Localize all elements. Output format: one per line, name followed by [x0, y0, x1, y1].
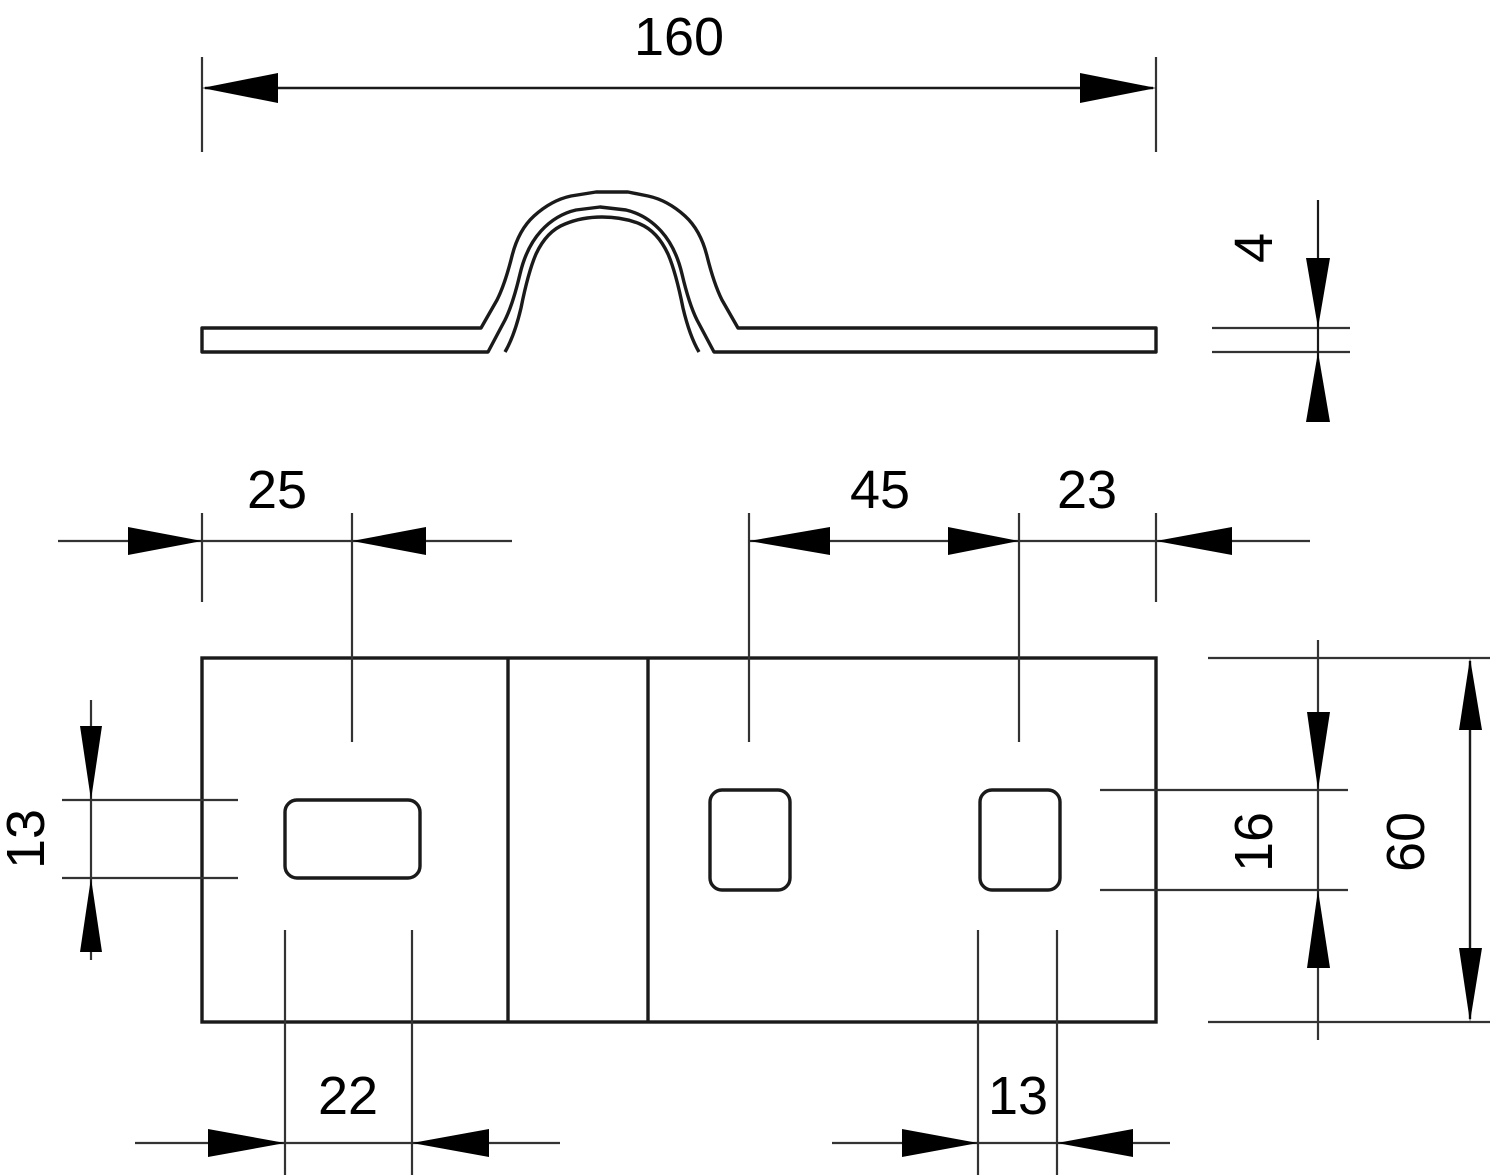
arrowhead-left-outward [208, 1129, 285, 1157]
side-elevation-view [190, 185, 1180, 365]
arrowhead-left-outward [902, 1129, 978, 1157]
arrowhead-right-outward [412, 1129, 489, 1157]
plan-view-extension-lines-bottom [283, 930, 1059, 1175]
dim-label-60: 60 [1376, 812, 1436, 872]
dim-label-13-left: 13 [0, 809, 56, 869]
dim-label-4: 4 [1224, 233, 1284, 263]
dimension-hole-vertical-spacing: 16 [1100, 640, 1348, 1040]
arrowhead-upper-outward [1307, 712, 1330, 790]
dim-label-23: 23 [1057, 460, 1117, 520]
plate-outline [200, 656, 1158, 1024]
arrowhead-upper [1306, 258, 1330, 328]
dimension-hole-right-offset: 23 [1019, 460, 1310, 555]
dimension-overall-length: 160 [200, 7, 1158, 152]
hole-square-middle [708, 788, 792, 892]
hole-square-right [978, 788, 1062, 892]
dim-label-160: 160 [634, 7, 724, 67]
arrowhead-right [1080, 73, 1156, 103]
dim-label-45: 45 [850, 460, 910, 520]
slot-rectangular [283, 798, 422, 880]
dimension-slot-width: 22 [135, 1066, 560, 1157]
arrowhead-right-inward [948, 527, 1019, 555]
arrowhead-lower-outward [80, 878, 102, 952]
plan-view [200, 656, 1158, 1024]
arrowhead-bottom-inward [1459, 948, 1482, 1022]
arrowhead-lower [1306, 352, 1330, 422]
arrowhead-left-outward [128, 527, 202, 555]
arrowhead-top-inward [1459, 658, 1482, 730]
arrowhead-left-inward [749, 527, 830, 555]
emboss-outer-contour [200, 190, 1158, 354]
dim-label-25: 25 [247, 460, 307, 520]
dimension-slot-height: 13 [0, 700, 238, 960]
plan-view-extension-lines-top [200, 513, 1158, 742]
arrowhead-right-outward [352, 527, 426, 555]
dimension-hole-width: 13 [832, 1066, 1170, 1157]
dim-label-13-bottom: 13 [988, 1066, 1048, 1126]
arrowhead-left [202, 73, 278, 103]
arrowhead-right-outward [1057, 1129, 1133, 1157]
dimension-overall-width: 60 [1208, 656, 1490, 1024]
arrowhead-lower-outward [1307, 890, 1330, 968]
dim-label-22: 22 [318, 1066, 378, 1126]
arrowhead-upper-outward [80, 726, 102, 800]
arrowhead-right-outward [1156, 527, 1232, 555]
emboss-inner-contour [503, 215, 701, 353]
dim-label-16: 16 [1224, 812, 1284, 872]
dimension-slot-left-offset: 25 [58, 460, 512, 555]
dimension-plate-thickness: 4 [1212, 200, 1350, 422]
plate-profile-corrected [190, 185, 1180, 365]
dimension-hole-spacing: 45 [749, 460, 1019, 555]
